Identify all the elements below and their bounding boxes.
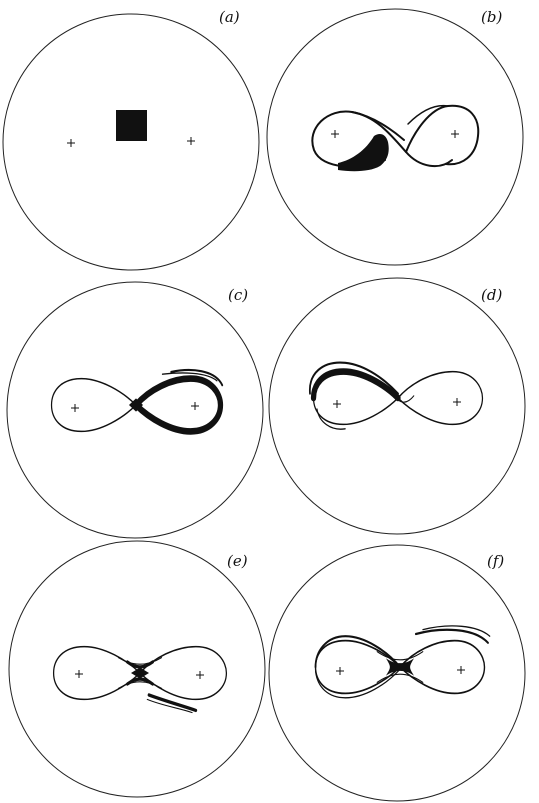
boundary-circle	[6, 281, 264, 539]
boundary-circle	[268, 544, 526, 802]
stirrer-right-cross	[196, 671, 204, 679]
dye-figure-eight	[52, 645, 228, 714]
panel-label-e: (e)	[227, 552, 248, 570]
stirrer-left-cross	[71, 404, 79, 412]
panel-e: (e)	[8, 540, 266, 798]
panel-a: (a)	[2, 8, 260, 271]
panel-label-a: (a)	[219, 8, 240, 26]
panel-c: (c)	[6, 281, 264, 539]
dye-figure-eight	[309, 361, 484, 430]
boundary-circle	[266, 8, 524, 266]
panel-label-b: (b)	[481, 8, 502, 26]
stirrer-right-cross	[191, 402, 199, 410]
stirrer-left-cross	[75, 670, 83, 678]
dye-blob-stretched	[338, 134, 389, 172]
boundary-circle	[268, 277, 526, 535]
panel-label-c: (c)	[228, 286, 248, 304]
stirrer-right-cross	[453, 398, 461, 406]
panel-d: (d)	[268, 277, 526, 535]
panel-label-f: (f)	[487, 552, 504, 570]
dye-blob-square	[116, 110, 147, 141]
stirrer-left-cross	[331, 130, 339, 138]
panel-f: (f)	[268, 544, 526, 802]
panel-label-d: (d)	[481, 286, 502, 304]
stirrer-left-cross	[333, 400, 341, 408]
dye-figure-eight	[314, 625, 491, 699]
dye-filament-curl	[407, 104, 449, 125]
stirrer-left-cross	[67, 139, 75, 147]
stirrer-left-cross	[336, 667, 344, 675]
panel-b: (b)	[266, 8, 524, 266]
boundary-circle	[2, 13, 260, 271]
dye-figure-eight	[50, 368, 224, 435]
stirrer-right-cross	[457, 666, 465, 674]
boundary-circle	[8, 540, 266, 798]
dye-filament-crossing	[351, 111, 405, 141]
stirrer-right-cross	[187, 137, 195, 145]
dye-filament-right-loop	[405, 104, 480, 166]
stirrer-right-cross	[451, 130, 459, 138]
